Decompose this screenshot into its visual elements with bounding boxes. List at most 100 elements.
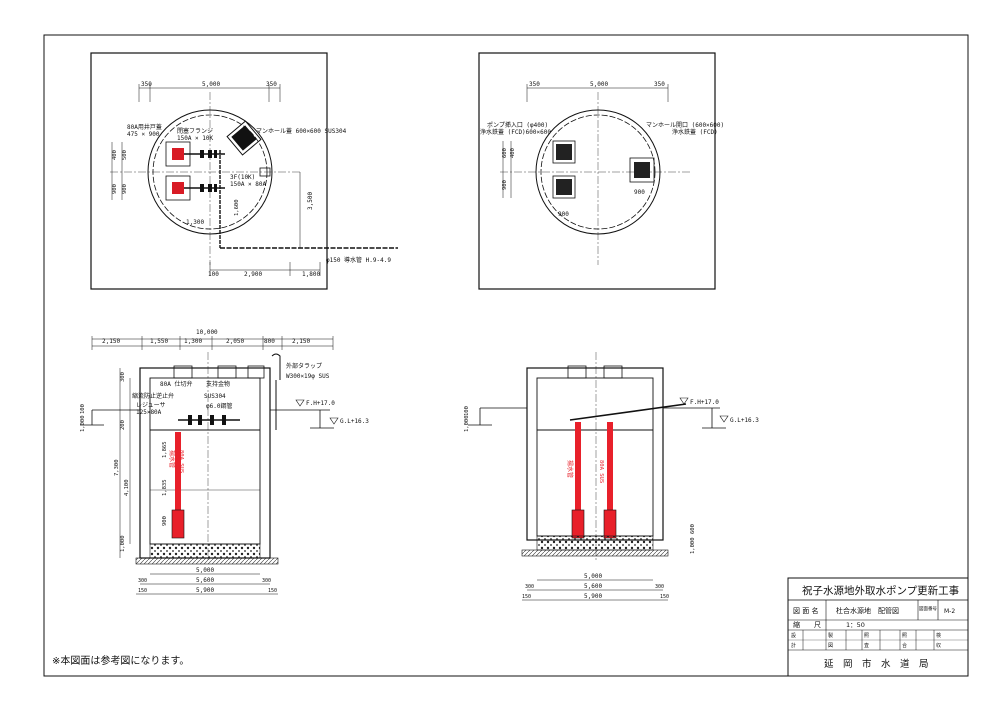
plan-right-dim-top-right: 350 xyxy=(654,81,665,88)
sec-left-dim-v-900: 900 xyxy=(162,516,168,526)
drawing-name: 杜合水源地 配管図 xyxy=(836,606,899,615)
pipe-label-right-size: 80A SUS xyxy=(598,460,604,483)
pump-body-right-2 xyxy=(603,509,617,539)
pipe-label-right: 揚水管 xyxy=(566,460,574,478)
label-gl-left: G.L+16.3 xyxy=(340,418,369,425)
tb-cell-b2: 図 xyxy=(828,643,833,649)
section-view-right: 揚水管 80A SUS F.H+17.0 G.L+16.3 100 1,000 … xyxy=(464,352,759,601)
label-reducer-size: 125×80A xyxy=(136,409,162,416)
label-check: 縮流防止逆止弁 xyxy=(132,392,174,400)
sec-left-dim-d: 2,050 xyxy=(226,338,244,345)
sec-right-dim-bot-300a: 300 xyxy=(525,584,534,590)
plan-view-right: 350 5,000 350 ポンプ挿入口 (φ400) 浄水鉄蓋 (FCD)60… xyxy=(478,52,724,290)
drawing-no: M-2 xyxy=(944,608,955,615)
label-drain: φ6.0鋼管 xyxy=(206,402,232,410)
manhole-opening-right xyxy=(629,157,655,183)
pump-insert-1 xyxy=(552,140,576,164)
plan-right-dim-h-900b: 900 xyxy=(634,189,645,196)
sec-left-dim-bot-5900: 5,900 xyxy=(196,587,214,594)
sec-left-dim-bot-300a: 300 xyxy=(138,578,147,584)
scale-value: 1：50 xyxy=(846,621,865,629)
tank-outer-section-right xyxy=(526,367,664,541)
sec-left-dim-v-200: 200 xyxy=(120,420,126,430)
plan-right-dim-v-400: 400 xyxy=(510,148,516,158)
dim-bottom-1800: 1,800 xyxy=(302,271,320,278)
plan-right-dim-top-left: 350 xyxy=(529,81,540,88)
sec-left-dim-v-1835: 1,835 xyxy=(162,479,168,496)
label-drawing-name: 図 面 名 xyxy=(793,606,818,615)
tank-inner-section-right xyxy=(536,377,654,537)
label-3f: 3F(10K) xyxy=(230,174,255,181)
sec-left-dim-total: 10,000 xyxy=(196,329,218,336)
tb-cell-a2: 計 xyxy=(791,642,796,649)
label-valve: 80A 仕切弁 xyxy=(160,380,192,388)
sec-right-dim-bot-5900: 5,900 xyxy=(584,593,602,600)
label-80a: 80A用井戸蓋 xyxy=(127,123,162,131)
label-sus: SUS304 xyxy=(204,393,226,400)
label-manhole-left: マンホール蓋 600×600 SUS304 xyxy=(256,127,347,135)
pump-head-2 xyxy=(172,182,184,194)
plan-left-dim-top-right: 350 xyxy=(266,81,277,88)
project-title: 祝子水源地外取水ポンプ更新工事 xyxy=(802,584,960,597)
plan-right-dim-v-900: 900 xyxy=(502,180,508,190)
pump-body-right-1 xyxy=(571,509,585,539)
tb-cell-e1: 検 xyxy=(936,632,941,639)
label-3f-size: 150A × 80A xyxy=(230,181,267,188)
label-pump-insert: ポンプ挿入口 (φ400) xyxy=(487,121,548,129)
plan-left-dim-top-mid: 5,000 xyxy=(202,81,220,88)
sec-right-dim-bot-150a: 150 xyxy=(522,594,531,600)
discharge-pipe-right xyxy=(569,403,687,421)
label-pipe: φ150 導水管 H.9-4.9 xyxy=(326,256,391,264)
sec-left-dim-bot-5000: 5,000 xyxy=(196,567,214,574)
section-view-left: 10,000 2,150 1,550 1,300 2,050 800 2,150 xyxy=(80,329,369,595)
sec-left-dim-bot-150a: 150 xyxy=(138,588,147,594)
base-gravel-left xyxy=(149,543,261,559)
tb-cell-c1: 照 xyxy=(864,633,869,639)
tb-cell-d1: 照 xyxy=(902,633,907,639)
sec-left-dim-bot-5600: 5,600 xyxy=(196,577,214,584)
pump-insert-2-cover xyxy=(556,179,572,195)
pipe-label-left-size: 80A SUS xyxy=(178,450,184,473)
dim-3500: 3,500 xyxy=(307,192,314,210)
label-drawing-no: 図面番号 xyxy=(919,605,937,612)
dim-v-900a: 900 xyxy=(112,184,118,194)
sec-right-dim-v-600: 600 xyxy=(690,524,696,534)
plan-right-dim-h-900a: 900 xyxy=(558,211,569,218)
sec-right-dim-v-bottom: 1,000 xyxy=(690,537,696,554)
dim-v-500: 500 xyxy=(122,150,128,160)
label-fh-left: F.H+17.0 xyxy=(306,400,335,407)
label-scale: 縮 尺 xyxy=(793,620,821,629)
reference-note: ※本図面は参考図になります。 xyxy=(52,656,190,667)
tb-cell-e2: 収 xyxy=(936,642,941,649)
dim-1300: 1,300 xyxy=(186,219,204,226)
sec-left-dim-bot-150b: 150 xyxy=(268,588,277,594)
manhole-opening-right-cover xyxy=(634,162,650,178)
label-manhole-right: マンホール開口 (600×600) xyxy=(646,122,724,129)
label-flange: 閉塞フランジ xyxy=(177,127,213,135)
sec-right-dim-bot-5600: 5,600 xyxy=(584,583,602,590)
sec-left-dim-v-7300: 7,300 xyxy=(114,459,120,476)
pump-head-1 xyxy=(172,148,184,160)
dim-v-900b: 900 xyxy=(122,184,128,194)
plan-right-frame xyxy=(478,52,716,290)
sec-left-dim-v-300: 300 xyxy=(120,372,126,382)
sec-right-dim-bot-150b: 150 xyxy=(660,594,669,600)
manhole-plan-left xyxy=(226,120,262,156)
dim-1600: 1,600 xyxy=(234,199,240,216)
base-gravel-right xyxy=(536,535,654,551)
label-gl-right: G.L+16.3 xyxy=(730,417,759,424)
sheet-border xyxy=(43,34,969,677)
sec-right-dim-bot-5000: 5,000 xyxy=(584,573,602,580)
label-support: 支持金物 xyxy=(206,380,230,388)
plan-right-dim-top-mid: 5,000 xyxy=(590,81,608,88)
bureau-name: 延 岡 市 水 道 局 xyxy=(824,658,929,670)
sec-left-dim-v-4100: 4,100 xyxy=(124,479,130,496)
plan-view-left: 350 5,000 350 80A用井戸蓋 475 × 900 閉塞フラン xyxy=(90,52,398,290)
label-manhole-right-sub: 浄水鉄蓋 (FCD) xyxy=(672,128,718,136)
base-slab-left xyxy=(135,557,279,565)
sec-right-dim-bot-300b: 300 xyxy=(655,584,664,590)
label-reducer: レジューサ xyxy=(136,402,165,409)
pump-insert-2 xyxy=(552,175,576,199)
